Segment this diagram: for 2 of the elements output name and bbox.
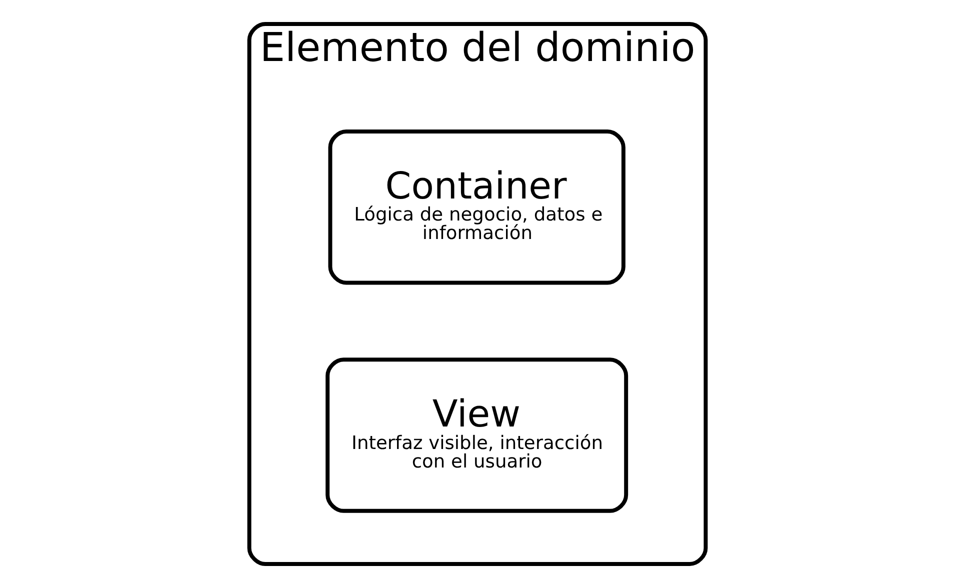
node-box: Container Lógica de negocio, datos e información (328, 129, 625, 285)
node-box: View Interfaz visible, interacción con el usuario (325, 358, 628, 513)
